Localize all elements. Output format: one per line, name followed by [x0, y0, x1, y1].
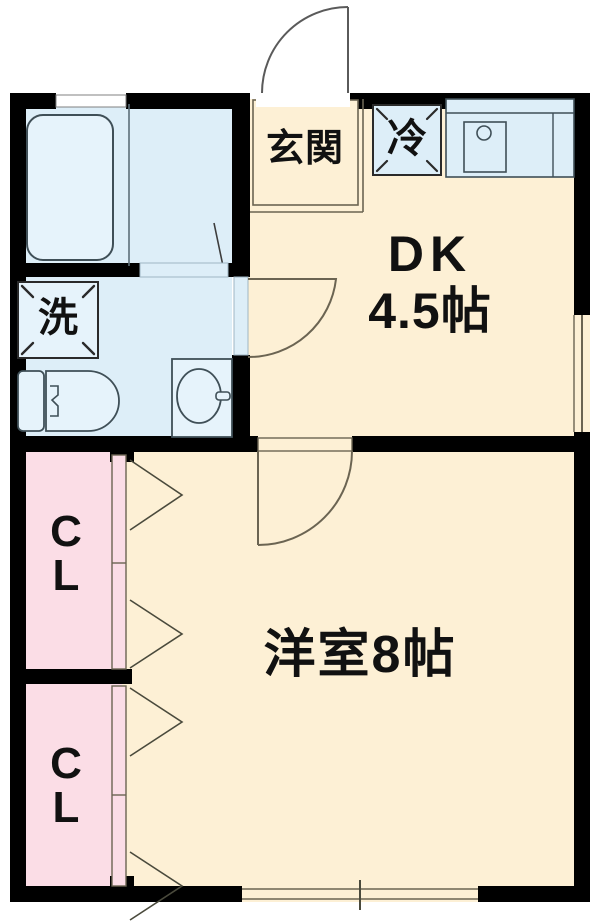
kitchen-group	[372, 98, 575, 178]
wall-dk-bedroom-right	[352, 436, 590, 452]
room-label-dk-area: 4.5帖	[368, 282, 492, 339]
entrance-doorway	[256, 93, 350, 107]
toilet-seat-notch	[50, 385, 59, 417]
washroom-doorway	[233, 276, 249, 356]
closet-lower-group	[111, 685, 184, 921]
genkan-step	[252, 99, 359, 206]
washbasin-bowl	[176, 368, 222, 424]
bedroom-door-swing	[257, 450, 353, 546]
closet-label-upper-c: C	[50, 507, 82, 556]
room-label-dk-name: DK	[387, 226, 473, 282]
room-label-genkan: 玄関	[265, 128, 344, 170]
wall-wet-dk-upper	[232, 93, 250, 273]
bathtub	[26, 114, 114, 261]
dk-window-group	[573, 315, 590, 432]
closet-upper-door-track	[111, 454, 127, 670]
closet-upper-group	[111, 454, 184, 670]
refrigerator-corner-ticks	[375, 107, 439, 173]
wall-bath-washroom	[10, 263, 140, 277]
bedroom-door-group	[257, 437, 353, 546]
closet-upper-folding-top	[129, 459, 184, 531]
washbasin-faucet	[215, 391, 231, 401]
wall-right-lower	[574, 432, 590, 902]
washroom-door-swing	[247, 278, 338, 359]
wall-dk-bedroom-left	[240, 436, 258, 452]
closet-label-upper: C L	[22, 510, 110, 598]
closet-label-lower: C L	[22, 742, 110, 830]
bath-doorway	[139, 262, 229, 278]
closet-upper-folding-bottom	[129, 599, 184, 669]
toilet-tank	[17, 370, 45, 432]
refrigerator-label: 冷	[387, 117, 427, 161]
bathroom-group	[26, 94, 229, 278]
wall-washroom-bottom	[10, 436, 250, 452]
wall-bottom-left	[10, 886, 242, 902]
bedroom-window-group	[242, 880, 478, 910]
wall-bottom-right	[478, 886, 590, 902]
closet-label-lower-c: C	[50, 739, 82, 788]
genkan-group	[250, 6, 364, 213]
wall-closet-divider	[10, 669, 132, 684]
closet-label-upper-l: L	[52, 551, 80, 600]
bedroom-doorway	[257, 437, 353, 452]
closet-lower-folding-top	[129, 687, 184, 757]
closet-lower-door-track	[111, 685, 127, 887]
bath-window	[55, 94, 127, 108]
toilet-bowl	[45, 370, 120, 432]
wall-wet-dk-lower	[232, 355, 250, 450]
floor-closet-upper	[16, 452, 122, 669]
wall-right-upper	[574, 93, 590, 315]
entrance-door-swing	[261, 6, 349, 94]
floor-closet-lower	[16, 684, 122, 902]
wall-top-bathwindow-right	[126, 93, 250, 109]
washroom-group	[17, 276, 338, 438]
room-label-dk: DK 4.5帖	[330, 228, 530, 337]
closet-label-lower-l: L	[52, 783, 80, 832]
kitchen-sink-faucet	[476, 125, 492, 141]
washing-machine-label: 洗	[38, 296, 78, 340]
room-label-bedroom: 洋室8帖	[263, 626, 457, 684]
washing-machine-corner-ticks	[20, 284, 96, 356]
closet-lower-folding-bottom	[129, 851, 184, 921]
